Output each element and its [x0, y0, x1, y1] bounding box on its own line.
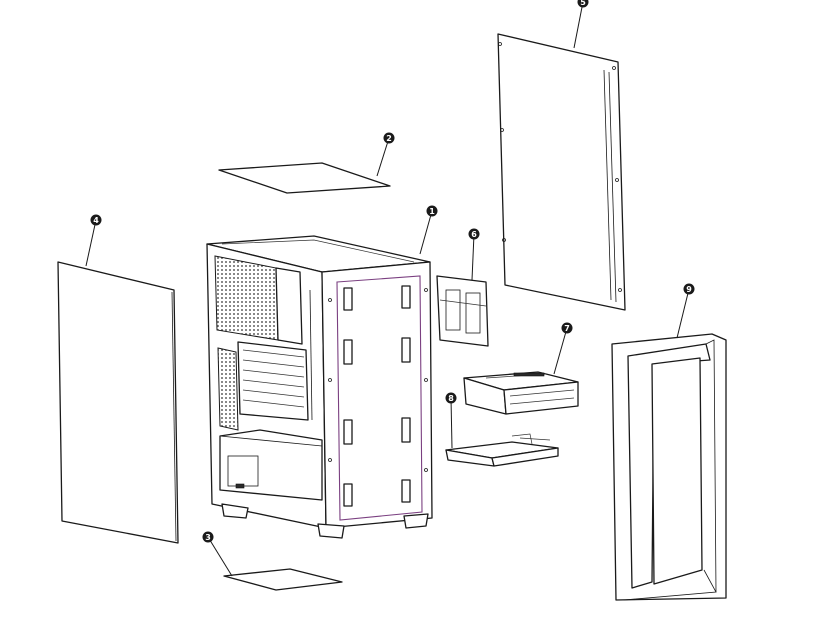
callout-9: 9	[683, 283, 695, 295]
callout-7-label: 7	[564, 324, 570, 333]
bottom-dust-filter	[223, 568, 343, 591]
callout-6-label: 6	[471, 230, 477, 239]
callout-1: 1	[426, 205, 438, 217]
callout-4: 4	[90, 214, 102, 226]
side-panel-right	[497, 33, 626, 311]
callout-5-label: 5	[580, 0, 586, 7]
leader-lines	[85, 1, 690, 577]
callout-5: 5	[577, 0, 589, 8]
glass-side-panel	[57, 261, 179, 544]
top-dust-filter	[218, 162, 391, 194]
callout-8-label: 8	[448, 394, 454, 403]
callout-9-label: 9	[686, 285, 692, 294]
hdd-tray	[445, 433, 559, 467]
callout-7: 7	[561, 322, 573, 334]
callout-1-label: 1	[429, 207, 435, 216]
callout-6: 6	[468, 228, 480, 240]
callout-3: 3	[202, 531, 214, 543]
callout-4-label: 4	[93, 216, 99, 225]
callout-2: 2	[383, 132, 395, 144]
callout-8: 8	[445, 392, 457, 404]
main-chassis	[206, 235, 433, 539]
ssd-bracket	[436, 275, 489, 347]
callout-3-label: 3	[205, 533, 211, 542]
hdd-cage	[463, 371, 579, 415]
front-panel	[611, 333, 727, 601]
callout-2-label: 2	[386, 134, 392, 143]
